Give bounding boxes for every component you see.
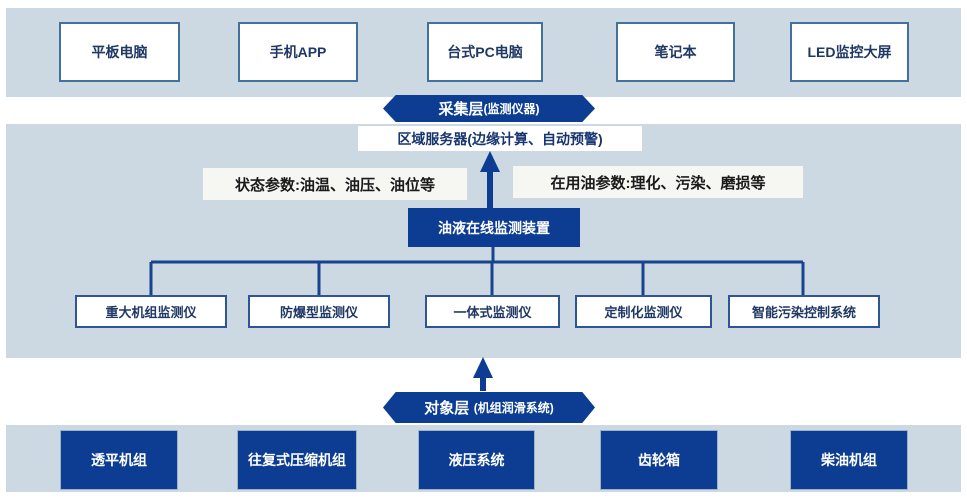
banner-subtitle: (监测仪器) xyxy=(483,102,540,116)
monitor-box: 一体式监测仪 xyxy=(425,295,560,328)
banner-subtitle: (机组润滑系统) xyxy=(473,401,554,415)
display-device-box: 台式PC电脑 xyxy=(427,22,543,82)
oil-params-label: 在用油参数:理化、污染、磨损等 xyxy=(513,166,803,198)
display-device-box: 手机APP xyxy=(238,22,358,82)
display-device-box: 笔记本 xyxy=(616,22,735,82)
monitor-box: 定制化监测仪 xyxy=(575,295,712,328)
monitor-box: 重大机组监测仪 xyxy=(75,295,227,328)
machine-box: 往复式压缩机组 xyxy=(237,430,357,490)
banner-title: 采集层 xyxy=(438,101,484,118)
banner-title: 对象层 xyxy=(424,400,470,417)
display-device-box: LED监控大屏 xyxy=(790,22,909,82)
status-params-label: 状态参数:油温、油压、油位等 xyxy=(203,168,467,200)
machine-box: 柴油机组 xyxy=(790,430,908,490)
regional-server-box: 区域服务器(边缘计算、自动预警) xyxy=(358,126,642,151)
monitor-box: 防爆型监测仪 xyxy=(248,295,390,328)
online-monitor-device-box: 油液在线监测装置 xyxy=(408,208,580,247)
machine-box: 齿轮箱 xyxy=(600,430,718,490)
up-arrow-icon xyxy=(473,357,493,391)
display-device-box: 平板电脑 xyxy=(59,22,180,82)
collection-layer-banner: 采集层(监测仪器) xyxy=(383,95,595,122)
machine-box: 透平机组 xyxy=(60,430,178,490)
object-layer-banner: 对象层 (机组润滑系统) xyxy=(383,392,595,423)
machine-box: 液压系统 xyxy=(418,430,535,490)
monitor-box: 智能污染控制系统 xyxy=(728,295,880,328)
